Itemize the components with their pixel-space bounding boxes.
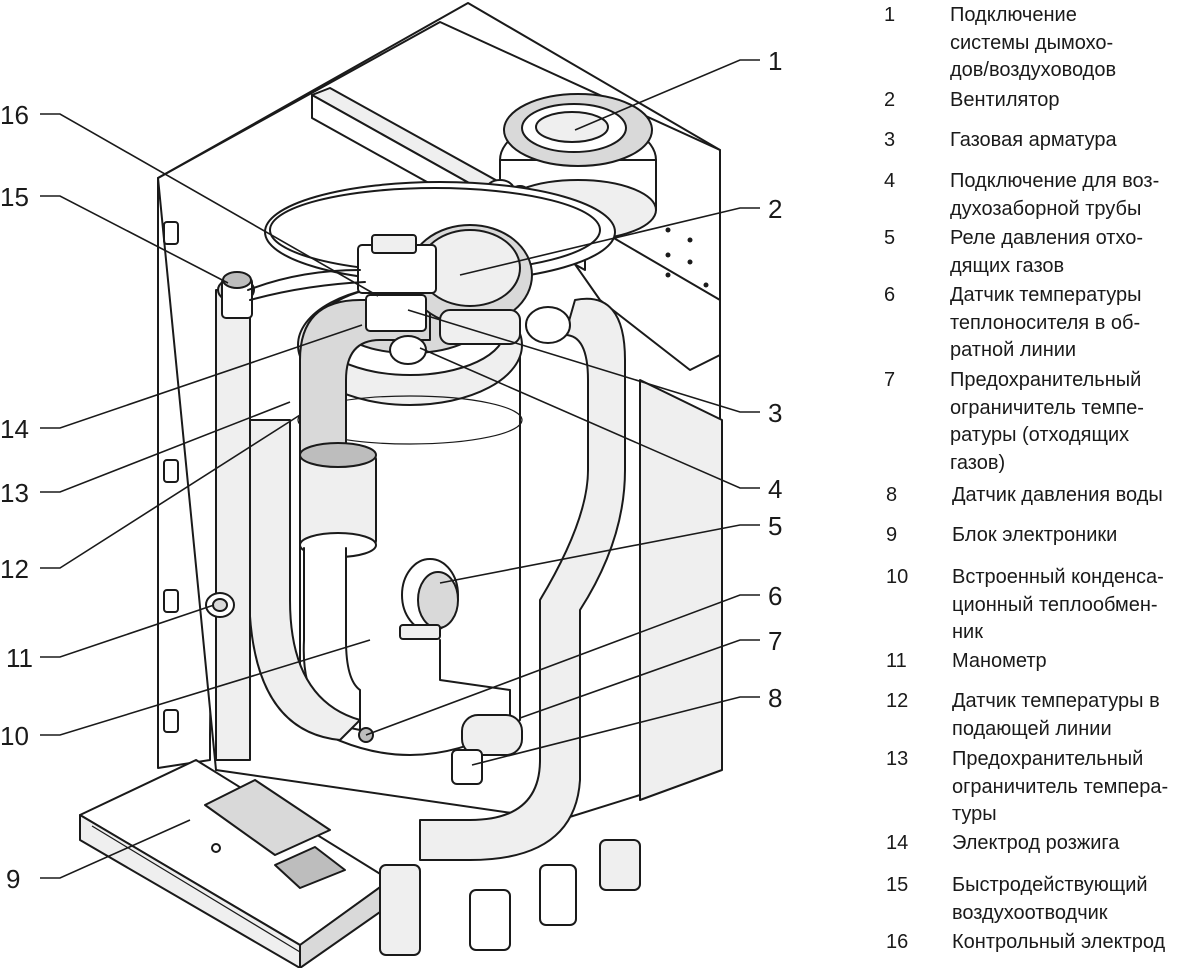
callout-1: 1 xyxy=(768,46,782,76)
callout-7: 7 xyxy=(768,626,782,656)
legend-num-3: 3 xyxy=(884,129,896,151)
legend-num-1: 1 xyxy=(884,4,896,26)
bottom-fittings xyxy=(379,839,641,956)
legend-text-2: Вентилятор xyxy=(950,89,1060,111)
legend-num-16: 16 xyxy=(886,931,909,953)
legend-num-2: 2 xyxy=(884,89,896,111)
fan-gas-valve xyxy=(357,224,533,365)
leader-line-10 xyxy=(40,639,371,736)
water-pressure-sensor xyxy=(451,714,523,785)
leader-line-14 xyxy=(40,324,363,429)
leader-line-11 xyxy=(40,604,215,658)
legend-text-12: Датчик температуры в подающей линии xyxy=(952,690,1160,740)
callout-12: 12 xyxy=(0,554,29,584)
legend-num-7: 7 xyxy=(884,369,896,391)
legend-num-8: 8 xyxy=(886,484,898,506)
leader-line-4 xyxy=(419,347,760,489)
legend-num-11: 11 xyxy=(886,650,907,672)
legend-text-14: Электрод розжига xyxy=(952,832,1120,854)
leader-line-13 xyxy=(40,401,291,493)
leader-line-7 xyxy=(519,639,760,719)
callout-9: 9 xyxy=(6,864,20,894)
leader-line-9 xyxy=(40,819,191,879)
legend-text-3: Газовая арматура xyxy=(950,129,1117,151)
legend-num-9: 9 xyxy=(886,524,898,546)
legend-text-15: Быстродействующий воздухоотводчик xyxy=(952,874,1148,924)
return-pipe xyxy=(419,297,626,861)
legend-num-14: 14 xyxy=(886,832,909,854)
legend-text-6: Датчик температуры теплоносителя в об- р… xyxy=(950,284,1142,361)
legend-text-13: Предохранительный ограничитель темпера- … xyxy=(952,748,1169,825)
leader-line-3 xyxy=(407,309,760,413)
legend-text-5: Реле давления отхо- дящих газов xyxy=(950,227,1144,277)
legend-text-16: Контрольный электрод xyxy=(952,931,1166,953)
callout-2: 2 xyxy=(768,194,782,224)
legend-num-5: 5 xyxy=(884,227,896,249)
leader-line-16 xyxy=(40,113,379,297)
leader-line-12 xyxy=(40,414,301,569)
callout-14: 14 xyxy=(0,414,29,444)
callout-11: 11 xyxy=(6,643,33,673)
callout-5: 5 xyxy=(768,511,782,541)
leader-line-2 xyxy=(459,207,760,276)
legend-num-13: 13 xyxy=(886,748,909,770)
leader-line-5 xyxy=(439,524,760,584)
electronics-box xyxy=(79,759,391,968)
legend-text-9: Блок электроники xyxy=(952,524,1118,546)
callout-16: 16 xyxy=(0,100,29,130)
legend-num-6: 6 xyxy=(884,284,896,306)
leader-lines xyxy=(40,59,760,879)
legend-num-4: 4 xyxy=(884,170,896,192)
legend-text-8: Датчик давления воды xyxy=(952,484,1163,506)
legend-num-10: 10 xyxy=(886,566,909,588)
callout-3: 3 xyxy=(768,398,782,428)
leader-line-15 xyxy=(40,195,229,284)
callout-13: 13 xyxy=(0,478,29,508)
legend-text-11: Манометр xyxy=(952,650,1047,672)
legend-text-10: Встроенный конденса- ционный теплообмен-… xyxy=(952,566,1164,643)
callout-8: 8 xyxy=(768,683,782,713)
callout-10: 10 xyxy=(0,721,29,751)
callout-15: 15 xyxy=(0,182,29,212)
leader-line-8 xyxy=(471,696,760,766)
callout-numbers: 1 2 3 4 5 6 7 8 9 10 11 12 13 14 15 16 xyxy=(0,46,782,894)
boiler-illustration: 1 2 3 4 5 6 7 8 9 10 11 12 13 14 15 16 xyxy=(0,2,782,968)
leader-line-1 xyxy=(574,59,760,131)
legend-text-7: Предохранительный ограничитель темпе- ра… xyxy=(950,369,1144,474)
callout-4: 4 xyxy=(768,474,782,504)
legend-num-12: 12 xyxy=(886,690,909,712)
legend-text-4: Подключение для воз- духозаборной трубы xyxy=(950,170,1160,220)
leader-line-6 xyxy=(365,594,760,736)
callout-6: 6 xyxy=(768,581,782,611)
legend-num-15: 15 xyxy=(886,874,909,896)
legend-text-1: Подключение системы дымохо- дов/воздухов… xyxy=(950,4,1117,81)
